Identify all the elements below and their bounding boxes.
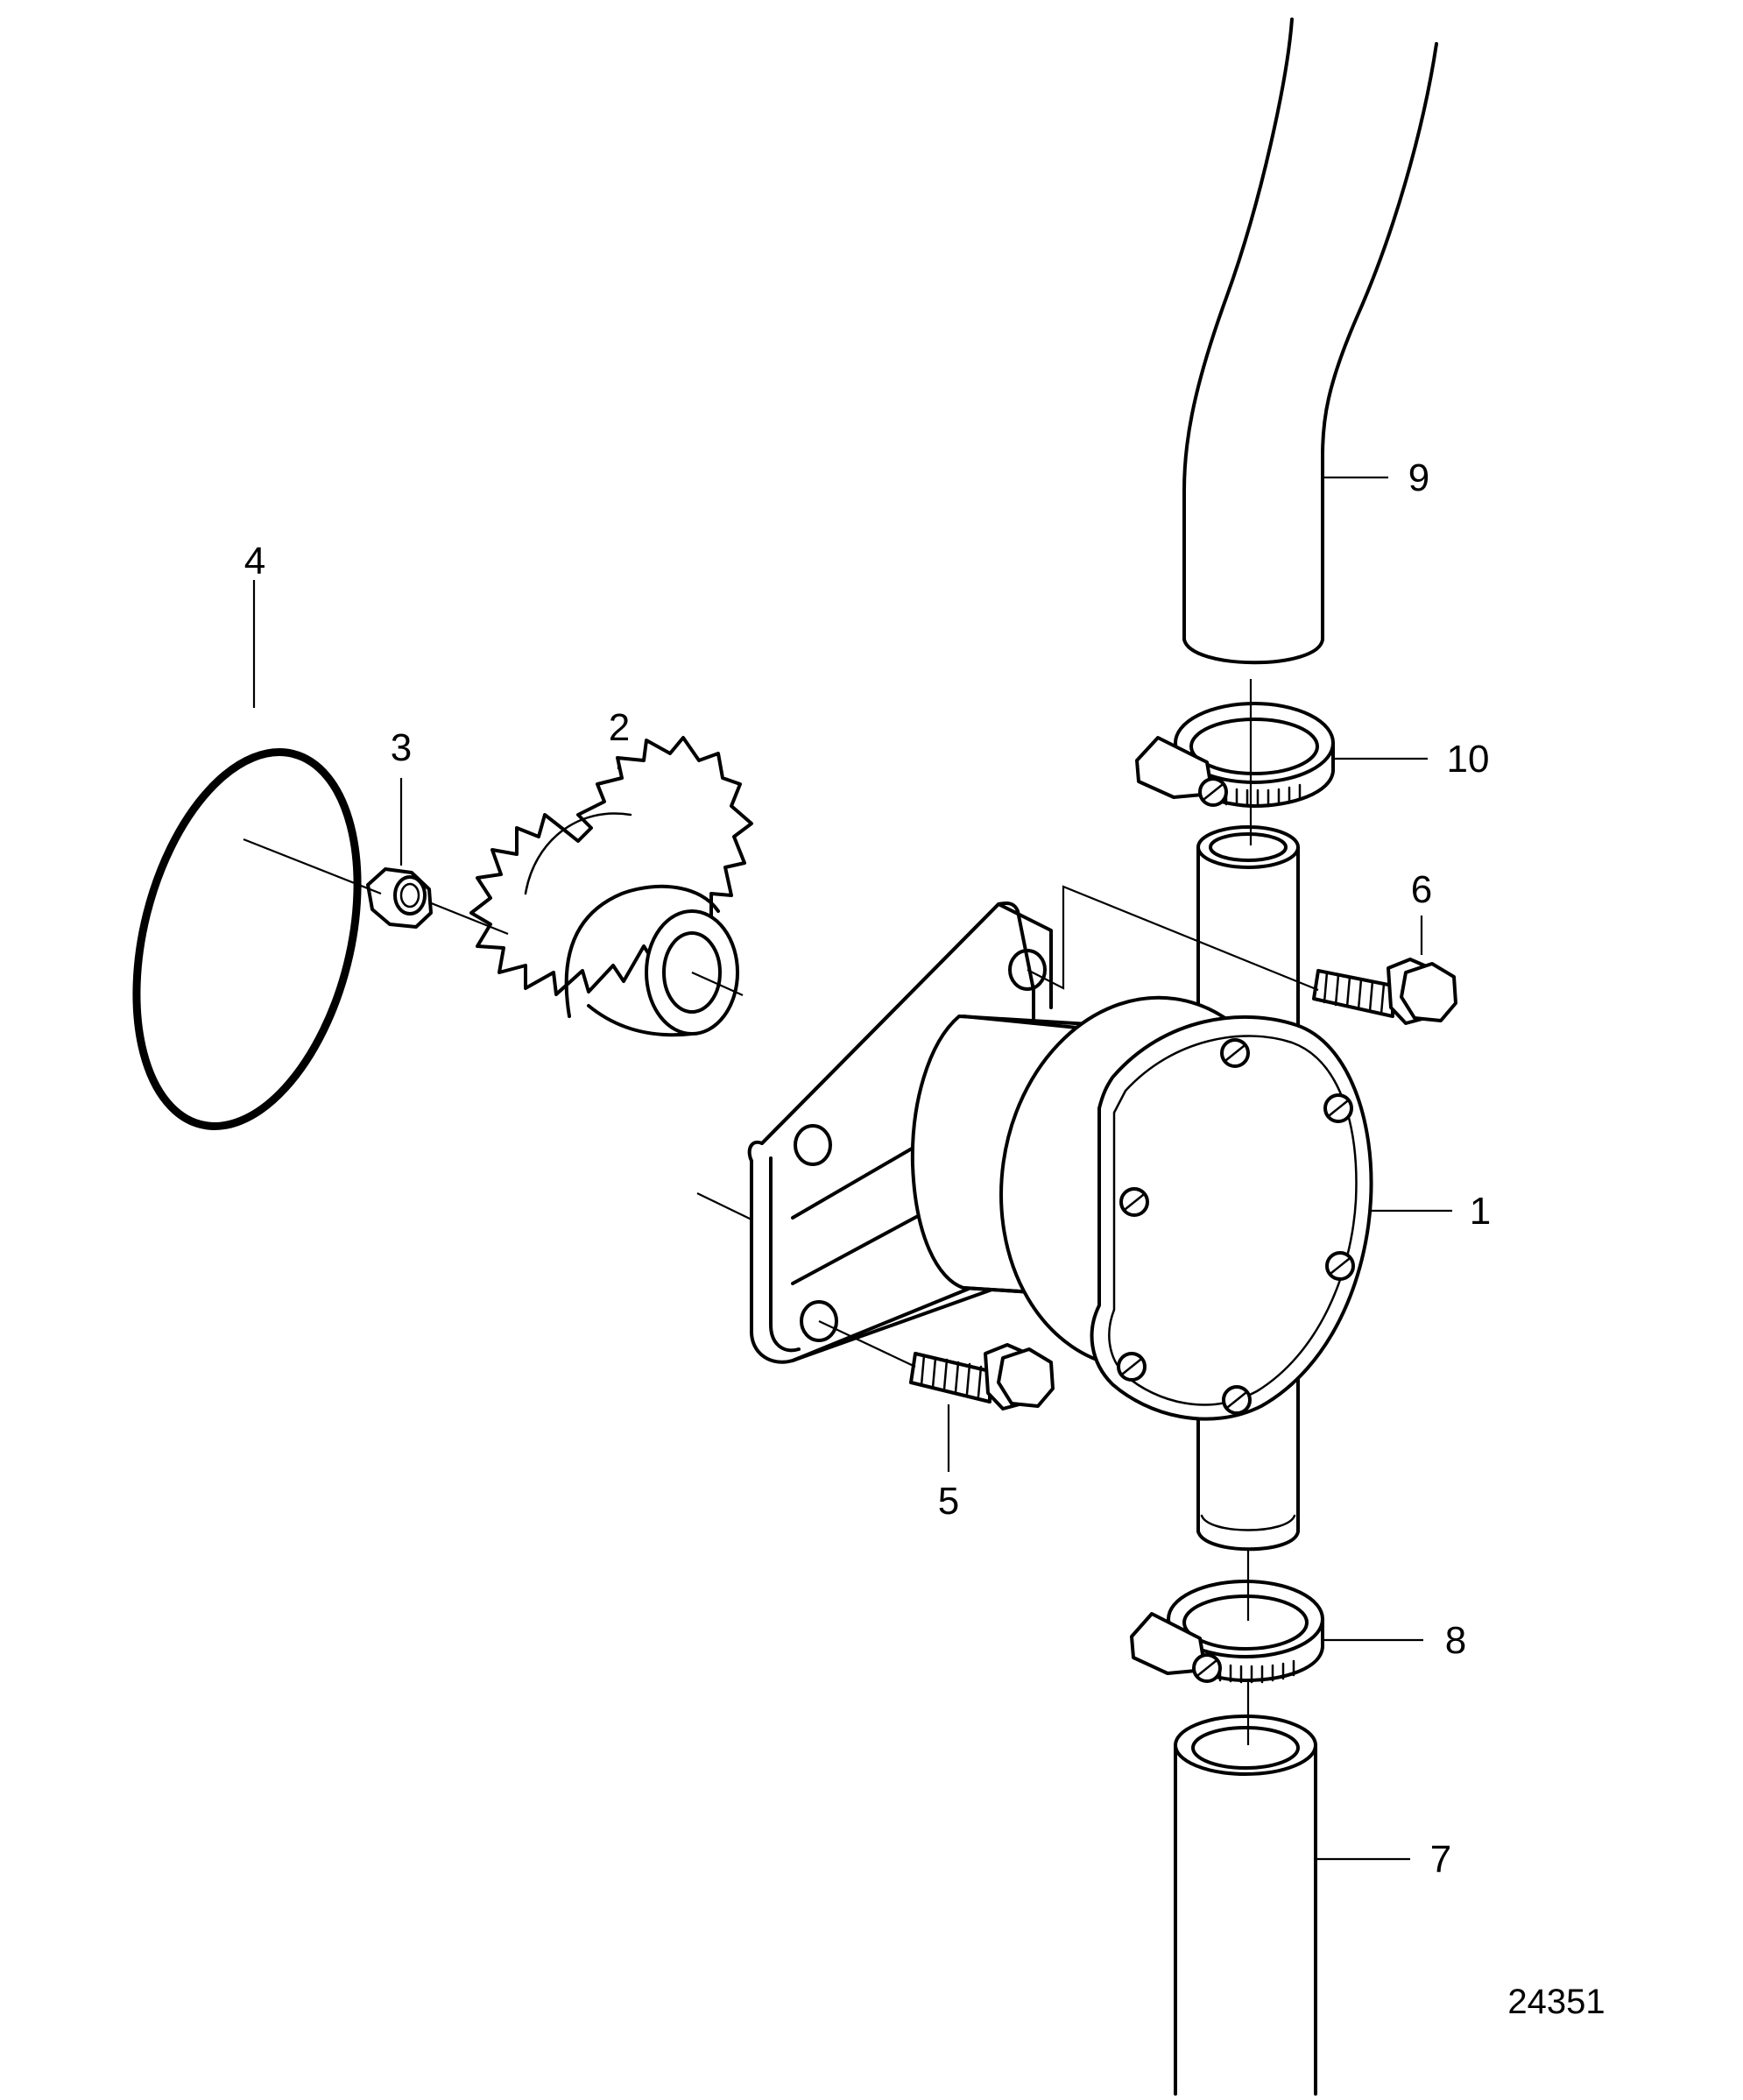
upper-hose-clamp <box>1135 702 1335 808</box>
lower-hose-clamp <box>1130 1580 1324 1684</box>
callout-9: 9 <box>1408 456 1429 499</box>
pump-cover <box>999 995 1373 1421</box>
o-ring <box>132 748 362 1130</box>
gear-nut <box>366 867 433 929</box>
callout-4: 4 <box>244 540 265 583</box>
lower-hose <box>1174 1715 1317 2096</box>
callout-6: 6 <box>1411 868 1432 911</box>
upper-hose <box>1182 18 1438 665</box>
callout-2: 2 <box>609 706 630 749</box>
callout-leaders <box>252 476 1452 1861</box>
assembly-axis-lines <box>243 679 1319 1745</box>
drive-gear <box>469 736 753 1037</box>
callout-10: 10 <box>1447 738 1490 781</box>
callout-8: 8 <box>1445 1619 1466 1662</box>
callout-7: 7 <box>1430 1838 1451 1881</box>
callout-1: 1 <box>1470 1190 1491 1233</box>
figure-number: 24351 <box>1507 1983 1605 2021</box>
cover-screws <box>1117 1038 1355 1415</box>
upper-bolt <box>1312 958 1457 1025</box>
callout-3: 3 <box>391 726 412 769</box>
lower-bolt <box>909 1343 1055 1411</box>
callout-5: 5 <box>938 1480 959 1523</box>
